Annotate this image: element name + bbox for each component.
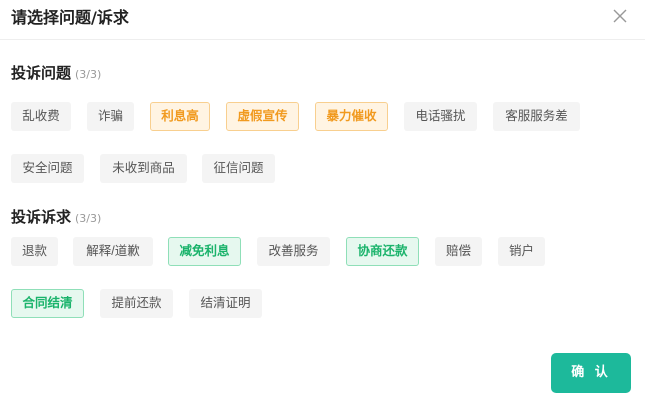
dialog-title: 请选择问题/诉求 <box>11 8 129 27</box>
problem-tag-7[interactable]: 安全问题 <box>11 154 84 183</box>
demand-tag-3[interactable]: 改善服务 <box>257 237 330 266</box>
problem-tag-6[interactable]: 客服服务差 <box>493 102 580 131</box>
demand-tag-7[interactable]: 合同结清 <box>11 289 84 318</box>
problems-count: (3/3) <box>75 68 102 81</box>
problem-tag-9[interactable]: 征信问题 <box>202 154 275 183</box>
close-icon-glyph <box>613 9 627 23</box>
demand-tag-9[interactable]: 结清证明 <box>189 289 262 318</box>
dialog-header: 请选择问题/诉求 <box>0 0 645 40</box>
problem-tag-4[interactable]: 暴力催收 <box>315 102 388 131</box>
demand-tag-0[interactable]: 退款 <box>11 237 58 266</box>
demands-count: (3/3) <box>75 212 102 225</box>
problems-section-title: 投诉问题(3/3) <box>11 62 101 84</box>
demand-tag-5[interactable]: 赔偿 <box>435 237 482 266</box>
demands-section-title: 投诉诉求(3/3) <box>11 206 101 228</box>
demand-tag-8[interactable]: 提前还款 <box>100 289 173 318</box>
problems-title-text: 投诉问题 <box>11 64 72 82</box>
problem-tag-1[interactable]: 诈骗 <box>87 102 134 131</box>
demand-tag-4[interactable]: 协商还款 <box>346 237 419 266</box>
problem-tag-5[interactable]: 电话骚扰 <box>404 102 477 131</box>
close-icon[interactable] <box>612 8 628 24</box>
problem-tag-2[interactable]: 利息高 <box>150 102 210 131</box>
demand-tag-6[interactable]: 销户 <box>498 237 545 266</box>
demands-title-text: 投诉诉求 <box>11 208 72 226</box>
problem-tag-3[interactable]: 虚假宣传 <box>226 102 299 131</box>
demand-tag-1[interactable]: 解释/道歉 <box>73 237 153 266</box>
problem-tag-0[interactable]: 乱收费 <box>11 102 71 131</box>
confirm-button[interactable]: 确 认 <box>551 353 631 393</box>
demand-tag-2[interactable]: 减免利息 <box>168 237 241 266</box>
problem-tag-8[interactable]: 未收到商品 <box>100 154 187 183</box>
